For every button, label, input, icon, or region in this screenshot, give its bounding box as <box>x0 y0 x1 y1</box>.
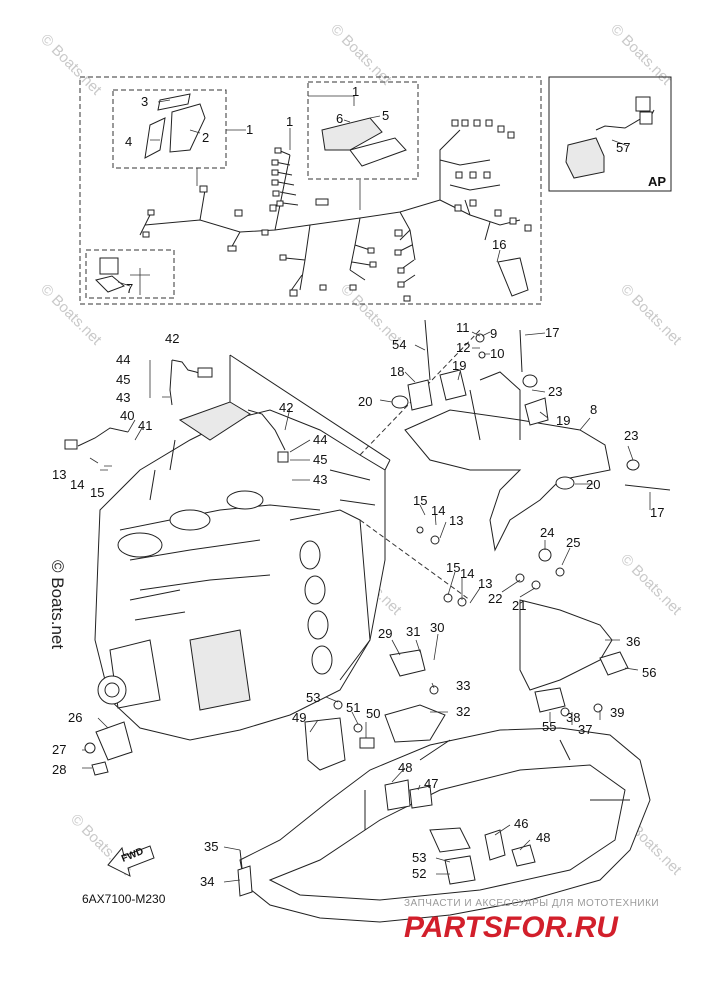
callout-label: 10 <box>490 346 504 361</box>
footer-branding: ЗАПЧАСТИ И АКСЕССУАРЫ ДЛЯ МОТОТЕХНИКИ PA… <box>404 898 659 944</box>
callout-label: 48 <box>536 830 550 845</box>
callout-label: 17 <box>545 325 559 340</box>
footer-subtitle: ЗАПЧАСТИ И АКСЕССУАРЫ ДЛЯ МОТОТЕХНИКИ <box>404 898 659 909</box>
callout-label: 20 <box>586 477 600 492</box>
callout-label: 5 <box>382 108 389 123</box>
callout-label: 45 <box>313 452 327 467</box>
callout-label: 51 <box>346 700 360 715</box>
callout-label: 16 <box>492 237 506 252</box>
callout-label: 41 <box>138 418 152 433</box>
callout-label: 57 <box>616 140 630 155</box>
callout-label: 37 <box>578 722 592 737</box>
callout-label: 42 <box>165 331 179 346</box>
callout-label: 47 <box>424 776 438 791</box>
callout-label: 44 <box>313 432 327 447</box>
callout-label: 52 <box>412 866 426 881</box>
watermark: © Boats.net <box>617 281 685 349</box>
callout-label: 19 <box>452 358 466 373</box>
hardware-group <box>84 526 629 776</box>
callout-label: 27 <box>52 742 66 757</box>
callout-label: 2 <box>202 130 209 145</box>
callout-label: 45 <box>116 372 130 387</box>
callout-label: 38 <box>566 710 580 725</box>
callout-label: 21 <box>512 598 526 613</box>
callout-label: 13 <box>52 467 66 482</box>
bracket-group <box>391 319 671 552</box>
callout-label: 49 <box>292 710 306 725</box>
callout-label: 7 <box>126 281 133 296</box>
callout-label: 24 <box>540 525 554 540</box>
callout-label: 31 <box>406 624 420 639</box>
callout-label: 1 <box>246 122 253 137</box>
callout-label: 36 <box>626 634 640 649</box>
footer-brand-logo: PARTSFOR.RU <box>404 911 619 944</box>
watermark: © Boats.net <box>327 21 395 89</box>
callout-label: 54 <box>392 337 406 352</box>
sensor-lead-group <box>64 359 289 463</box>
callout-label: 15 <box>446 560 460 575</box>
callout-label: 40 <box>120 408 134 423</box>
callout-labels: 1 1 1 2 3 4 5 6 7 57 16 AP 42 44 45 43 4… <box>52 84 666 889</box>
diagram-code: 6AX7100-M230 <box>82 892 166 906</box>
callout-label: 23 <box>548 384 562 399</box>
callout-label: 34 <box>200 874 214 889</box>
callout-label: 9 <box>490 326 497 341</box>
bottom-cowling-group <box>237 727 651 923</box>
callout-label: 42 <box>279 400 293 415</box>
callout-label: 53 <box>412 850 426 865</box>
callout-label: 25 <box>566 535 580 550</box>
callout-label: 46 <box>514 816 528 831</box>
callout-label: 4 <box>125 134 132 149</box>
callout-label: 1 <box>352 84 359 99</box>
engine-block-group <box>94 329 481 741</box>
callout-label: 56 <box>642 665 656 680</box>
callout-label: 35 <box>204 839 218 854</box>
watermark: © Boats.net <box>617 551 685 619</box>
callout-label: 14 <box>460 566 474 581</box>
ap-inset-group <box>548 76 672 192</box>
callout-label: 3 <box>141 94 148 109</box>
callout-label: 29 <box>378 626 392 641</box>
wire-harness-group <box>79 76 542 305</box>
callout-label: 18 <box>390 364 404 379</box>
callout-label: 53 <box>306 690 320 705</box>
callout-label: 15 <box>90 485 104 500</box>
callout-label: 50 <box>366 706 380 721</box>
callout-label: 12 <box>456 340 470 355</box>
callout-label: 23 <box>624 428 638 443</box>
callout-label: 33 <box>456 678 470 693</box>
callout-label: 32 <box>456 704 470 719</box>
callout-label: 11 <box>456 320 470 335</box>
callout-label: 13 <box>478 576 492 591</box>
watermark: © Boats.net <box>37 281 105 349</box>
callout-label: 6 <box>336 111 343 126</box>
callout-label: 44 <box>116 352 130 367</box>
callout-label: 43 <box>313 472 327 487</box>
callout-label: 17 <box>650 505 664 520</box>
callout-label: 22 <box>488 591 502 606</box>
forward-arrow: FWD <box>107 845 155 877</box>
callout-label: 39 <box>610 705 624 720</box>
ap-label: AP <box>648 174 666 189</box>
callout-label: 1 <box>286 114 293 129</box>
callout-label: 14 <box>70 477 84 492</box>
callout-label: 26 <box>68 710 82 725</box>
callout-label: 15 <box>413 493 427 508</box>
callout-label: 43 <box>116 390 130 405</box>
callout-label: 14 <box>431 503 445 518</box>
callout-label: 13 <box>449 513 463 528</box>
watermark: © Boats.net <box>48 560 67 649</box>
callout-label: 30 <box>430 620 444 635</box>
callout-label: 20 <box>358 394 372 409</box>
watermark: © Boats.net <box>607 21 675 89</box>
leader-lines <box>82 331 651 883</box>
watermark: © Boats.net <box>37 31 105 99</box>
callout-label: 55 <box>542 719 556 734</box>
callout-label: 48 <box>398 760 412 775</box>
callout-label: 8 <box>590 402 597 417</box>
callout-label: 28 <box>52 762 66 777</box>
callout-label: 19 <box>556 413 570 428</box>
